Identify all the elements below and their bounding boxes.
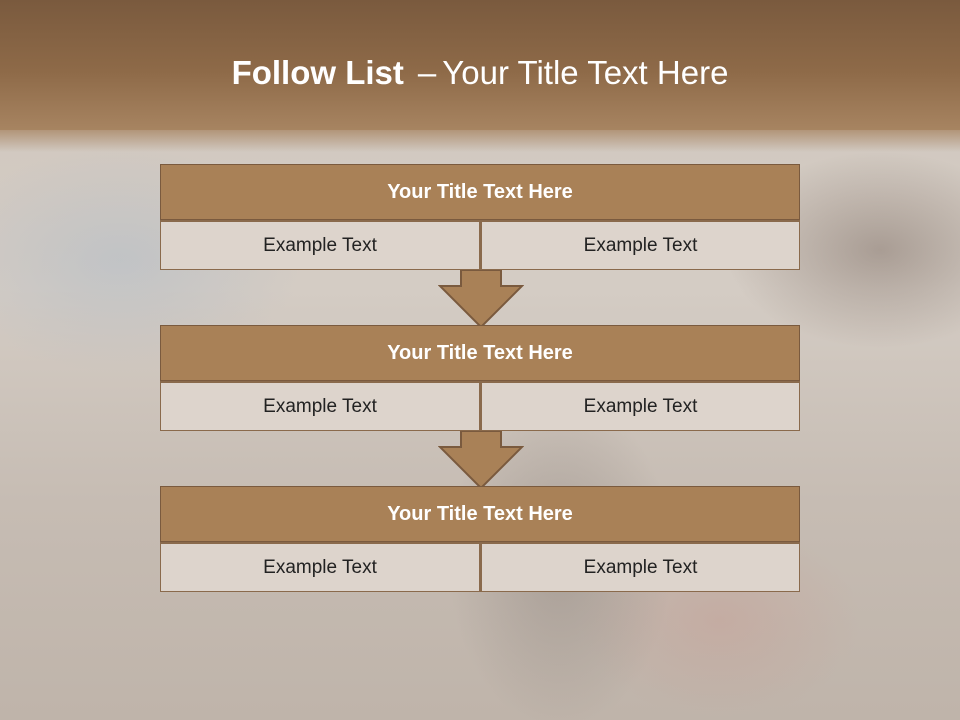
slide-title-separator: – xyxy=(417,54,437,91)
block-title: Your Title Text Here xyxy=(160,164,800,220)
block-cell-right: Example Text xyxy=(480,381,800,431)
block-cell-left: Example Text xyxy=(160,220,480,270)
header-band xyxy=(0,0,960,152)
slide-title-text: Your Title Text Here xyxy=(442,54,729,91)
list-block-3: Your Title Text Here Example Text Exampl… xyxy=(160,486,800,592)
slide-title-bold: Follow List xyxy=(231,54,404,91)
block-cell-right: Example Text xyxy=(480,542,800,592)
block-cells: Example Text Example Text xyxy=(160,542,800,592)
block-cell-right: Example Text xyxy=(480,220,800,270)
block-title: Your Title Text Here xyxy=(160,486,800,542)
down-arrow-icon xyxy=(438,270,524,328)
block-cells: Example Text Example Text xyxy=(160,381,800,431)
down-arrow-icon xyxy=(438,431,524,489)
block-title: Your Title Text Here xyxy=(160,325,800,381)
block-cells: Example Text Example Text xyxy=(160,220,800,270)
block-cell-left: Example Text xyxy=(160,381,480,431)
slide-title: Follow List–Your Title Text Here xyxy=(0,54,960,92)
list-block-1: Your Title Text Here Example Text Exampl… xyxy=(160,164,800,270)
block-cell-left: Example Text xyxy=(160,542,480,592)
list-block-2: Your Title Text Here Example Text Exampl… xyxy=(160,325,800,431)
